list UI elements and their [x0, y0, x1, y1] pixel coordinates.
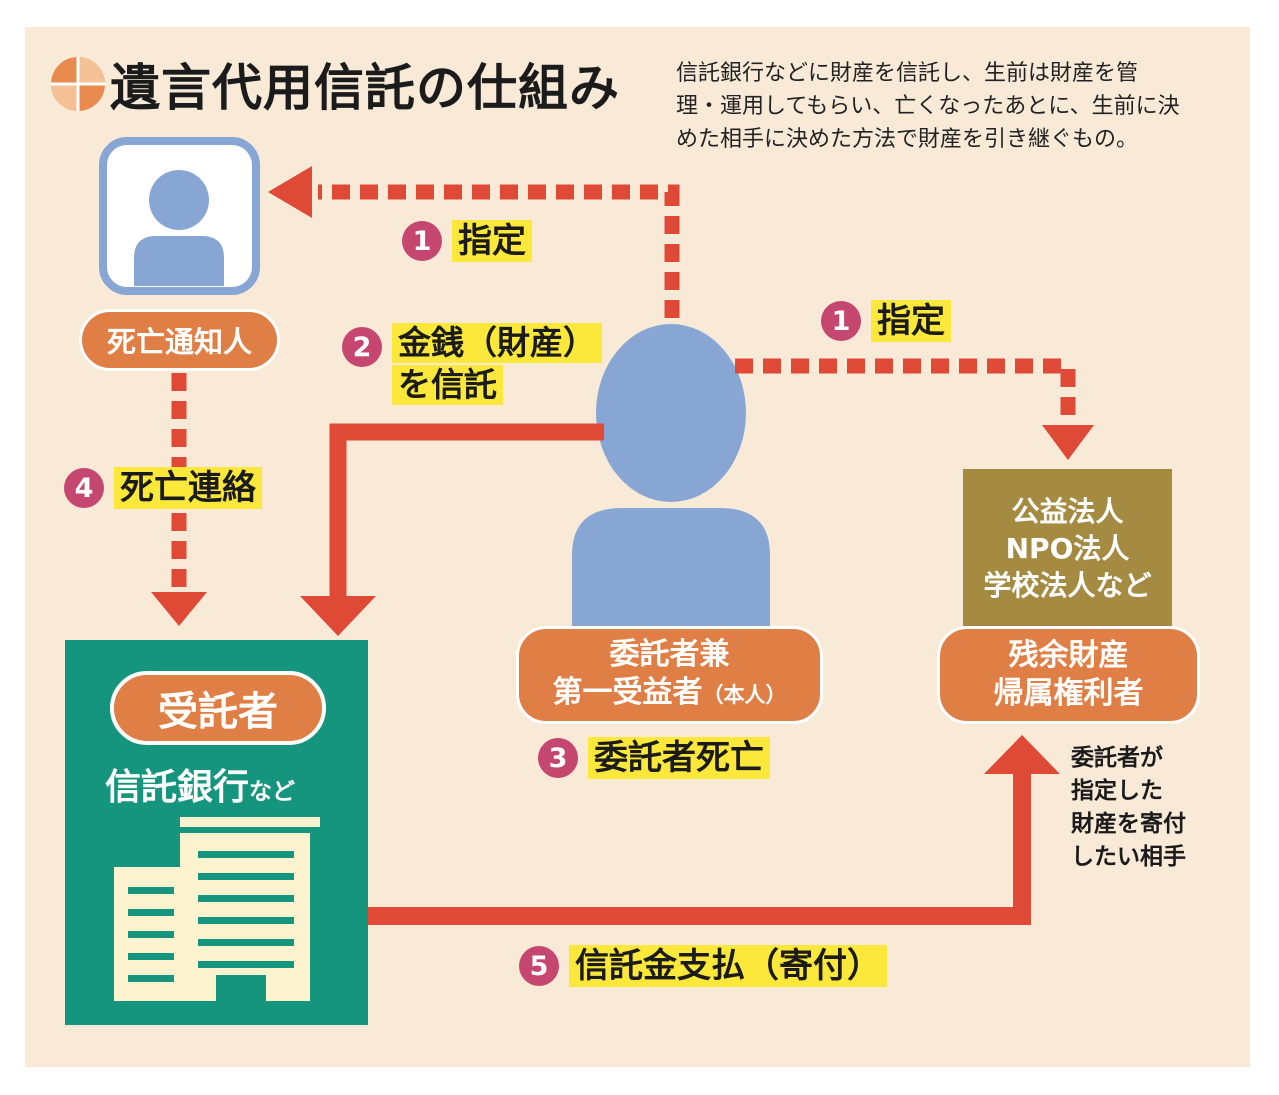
building-icon — [114, 817, 320, 1001]
description-line: 信託銀行などに財産を信託し、生前は財産を管 — [676, 61, 1139, 86]
step-designate-residual: 1 指定 — [821, 300, 951, 342]
person-large-icon — [572, 324, 770, 630]
step-label: 委託者死亡 — [588, 737, 770, 779]
arrow-designate-notifier — [268, 166, 680, 318]
step-number: 2 — [342, 327, 382, 367]
quarter-circle-icon — [51, 57, 105, 111]
trustee-label: 受託者 — [158, 689, 278, 735]
arrow-death-notice — [151, 373, 207, 626]
arrow-designate-residual — [735, 358, 1094, 460]
step-number: 5 — [519, 946, 559, 986]
settlor-pill: 委託者兼 第一受益者（本人） — [516, 626, 823, 724]
settlor-line2: 第一受益者（本人） — [553, 674, 787, 714]
organizations-box: 公益法人 NPO法人 学校法人など — [963, 469, 1172, 627]
organization-item: 公益法人 — [1011, 494, 1124, 528]
settlor-line1: 委託者兼 — [609, 637, 730, 672]
step-death: 3 委託者死亡 — [538, 737, 770, 779]
step-label-line1: 金銭（財産） — [392, 323, 602, 363]
settlor-role: 第一受益者 — [552, 675, 703, 710]
recipient-note-line: 財産を寄付 — [1071, 811, 1186, 837]
recipient-note-line: したい相手 — [1071, 844, 1186, 870]
residual-beneficiary-pill: 残余財産 帰属権利者 — [937, 626, 1200, 724]
step-designate-notifier: 1 指定 — [402, 220, 532, 262]
step-number: 4 — [64, 468, 104, 508]
arrow-entrust — [300, 423, 604, 636]
page-title: 遺言代用信託の仕組み — [110, 59, 620, 117]
recipient-note: 委託者が 指定した 財産を寄付 したい相手 — [1071, 742, 1186, 874]
description-line: 理・運用してもらい、亡くなったあとに、生前に決 — [676, 94, 1180, 119]
step-label: 指定 — [452, 220, 532, 262]
bank-text: 信託銀行 — [105, 767, 250, 808]
notifier-pill: 死亡通知人 — [79, 309, 280, 371]
step-label: 死亡連絡 — [114, 467, 262, 509]
settlor-suffix: （本人） — [702, 683, 787, 707]
recipient-note-line: 委託者が — [1071, 745, 1163, 771]
organization-item: NPO法人 — [1005, 531, 1130, 565]
residual-line1: 残余財産 — [1008, 638, 1129, 673]
step-label-line2: を信託 — [392, 365, 503, 405]
step-entrust: 2 金銭（財産） を信託 — [342, 323, 602, 405]
residual-line2: 帰属権利者 — [993, 676, 1144, 711]
organization-item: 学校法人など — [983, 568, 1152, 602]
step-death-notice: 4 死亡連絡 — [64, 467, 262, 509]
notifier-label: 死亡通知人 — [106, 325, 252, 359]
description: 信託銀行などに財産を信託し、生前は財産を管 理・運用してもらい、亡くなったあとに… — [676, 57, 1236, 156]
person-portrait-icon — [99, 137, 260, 295]
step-number: 3 — [538, 738, 578, 778]
step-number: 1 — [402, 221, 442, 261]
bank-suffix: など — [249, 779, 296, 805]
step-label: 指定 — [871, 300, 951, 342]
step-number: 1 — [821, 301, 861, 341]
trustee-pill: 受託者 — [110, 671, 326, 745]
arrow-payment — [368, 735, 1060, 925]
recipient-note-line: 指定した — [1071, 778, 1163, 804]
step-label: 信託金支払（寄付） — [569, 945, 887, 987]
bank-label: 信託銀行など — [105, 758, 295, 810]
step-payment: 5 信託金支払（寄付） — [519, 945, 887, 987]
description-line: めた相手に決めた方法で財産を引き継ぐもの。 — [676, 127, 1139, 152]
